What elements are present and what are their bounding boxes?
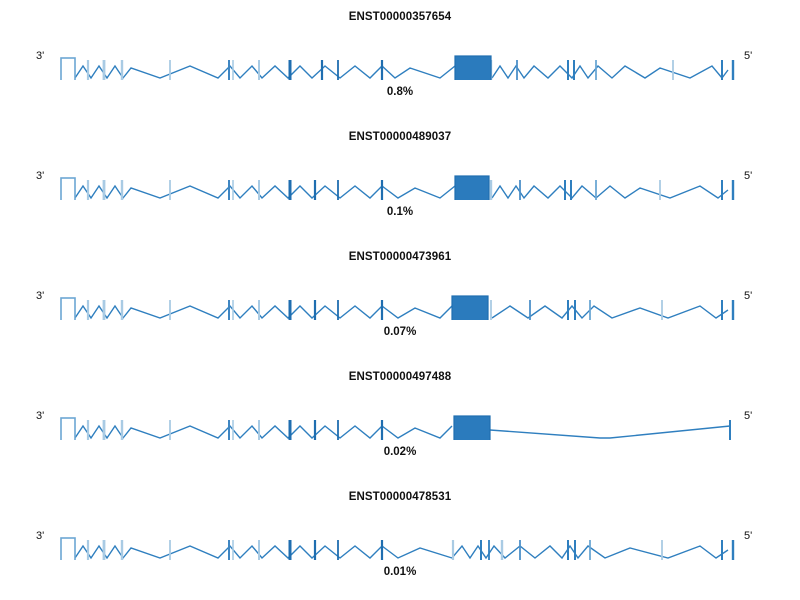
utr-box xyxy=(60,297,76,320)
coding-exon-box xyxy=(454,55,492,80)
five-prime-label: 5' xyxy=(744,530,753,542)
utr-box xyxy=(60,177,76,200)
five-prime-label: 5' xyxy=(744,290,753,302)
transcript-title: ENST00000489037 xyxy=(348,131,452,143)
transcript-row: ENST00000473961 3' 5' xyxy=(0,240,800,360)
transcript-row: ENST00000357654 3' 5' xyxy=(0,0,800,120)
intron-line-group xyxy=(74,424,731,440)
intron-line-group xyxy=(74,184,729,200)
transcript-row: ENST00000489037 3' 5' xyxy=(0,120,800,240)
exon-tick-group xyxy=(86,540,735,560)
transcript-title: ENST00000357654 xyxy=(348,11,452,23)
transcript-percent: 0.07% xyxy=(383,326,417,338)
transcript-row: ENST00000478531 3' 5' xyxy=(0,480,800,600)
long-intron xyxy=(489,425,731,439)
transcript-percent: 0.01% xyxy=(383,566,417,578)
coding-exon-box xyxy=(451,295,489,320)
transcript-track xyxy=(60,175,735,200)
transcript-percent: 0.8% xyxy=(386,86,414,98)
transcript-percent: 0.1% xyxy=(386,206,414,218)
five-prime-label: 5' xyxy=(744,50,753,62)
utr-box xyxy=(60,57,76,80)
exon-tick-group xyxy=(86,300,735,320)
coding-exon-box xyxy=(454,175,490,200)
five-prime-label: 5' xyxy=(744,410,753,422)
transcript-title: ENST00000478531 xyxy=(348,491,452,503)
transcript-track xyxy=(60,415,731,440)
transcript-row: ENST00000497488 3' 5' xyxy=(0,360,800,480)
three-prime-label: 3' xyxy=(36,50,45,62)
transcript-track xyxy=(60,295,735,320)
transcript-track xyxy=(60,537,735,560)
three-prime-label: 3' xyxy=(36,410,45,422)
coding-exon-box xyxy=(453,415,491,440)
intron-line-group xyxy=(74,544,729,560)
exon-tick-group xyxy=(86,60,735,80)
utr-box xyxy=(60,417,76,440)
transcript-title: ENST00000497488 xyxy=(348,371,452,383)
intron-line-group xyxy=(74,304,729,320)
three-prime-label: 3' xyxy=(36,290,45,302)
intron-line-group xyxy=(74,64,729,80)
three-prime-label: 3' xyxy=(36,530,45,542)
exon-tick-group xyxy=(86,420,731,440)
transcript-percent: 0.02% xyxy=(383,446,417,458)
three-prime-label: 3' xyxy=(36,170,45,182)
exon-tick-group xyxy=(86,180,735,200)
transcript-title: ENST00000473961 xyxy=(348,251,452,263)
utr-box xyxy=(60,537,76,560)
transcript-track xyxy=(60,55,735,80)
five-prime-label: 5' xyxy=(744,170,753,182)
